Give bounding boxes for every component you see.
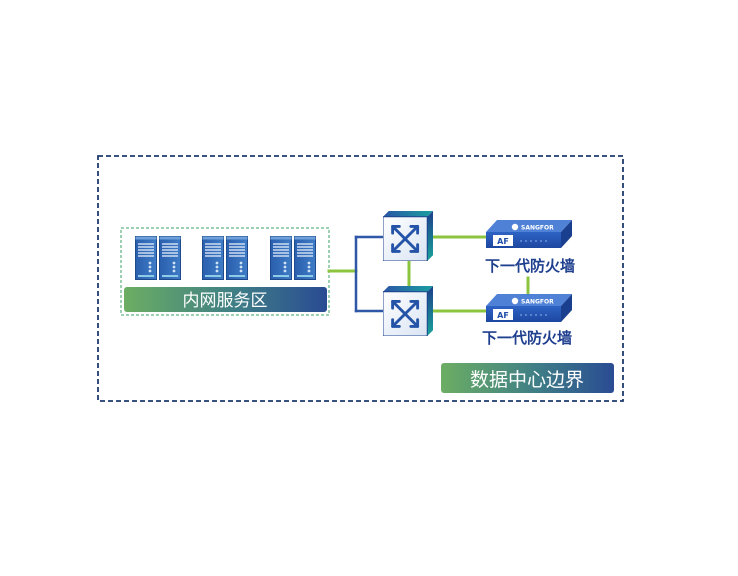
firewall-badge: AF: [497, 311, 509, 320]
switch-icon: [383, 211, 433, 261]
firewall-brand: SANGFOR: [521, 225, 554, 232]
network-links: [327, 235, 530, 313]
switch-icon: [383, 286, 433, 336]
server-rack-icon: [270, 236, 316, 280]
firewall-brand: SANGFOR: [521, 299, 554, 306]
firewall-appliance-icon: AF SANGFOR: [486, 220, 572, 248]
intranet-label-pill: [124, 287, 327, 312]
datacenter-label-pill: [441, 363, 614, 393]
firewall-bottom-label: 下一代防火墙: [482, 329, 572, 347]
datacenter-label: 数据中心边界: [470, 369, 584, 391]
firewall-appliance-icon: AF SANGFOR: [486, 294, 572, 322]
firewall-top-label: 下一代防火墙: [485, 257, 575, 275]
server-rack-icon: [202, 236, 248, 280]
server-rack-icon: [135, 236, 181, 280]
firewall-badge: AF: [497, 237, 509, 246]
intranet-label: 内网服务区: [183, 291, 268, 311]
datacenter-boundary: [97, 155, 624, 402]
